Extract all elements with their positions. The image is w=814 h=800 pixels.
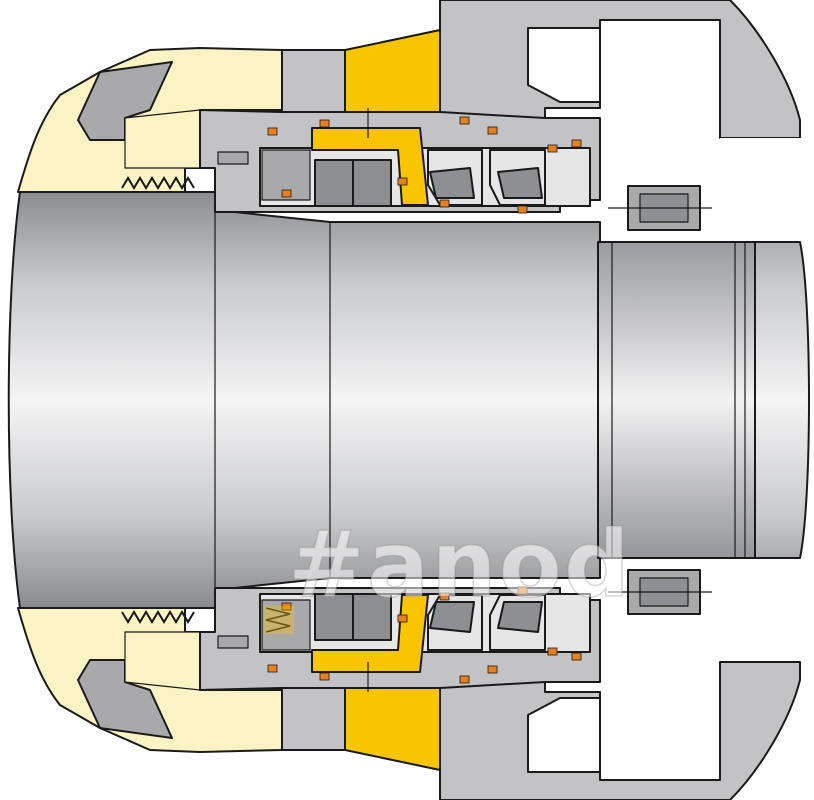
- gland-pocket-top: [527, 27, 601, 103]
- o-ring: [439, 592, 450, 601]
- o-ring: [571, 652, 582, 661]
- housing-cream-lip-bottom: [124, 631, 201, 691]
- housing-cream-lip-top: [124, 109, 201, 169]
- o-ring: [571, 139, 582, 148]
- seal-face-right-top: [352, 159, 392, 207]
- o-ring: [397, 614, 408, 623]
- coil-spring-top: [121, 176, 195, 190]
- coil-spring-bottom: [121, 610, 195, 624]
- cartridge-face-b-top: [497, 167, 543, 199]
- housing-bottom: [17, 607, 801, 800]
- o-ring: [281, 602, 292, 611]
- o-ring: [487, 665, 498, 674]
- o-ring: [517, 586, 528, 595]
- set-screw-top: [217, 151, 249, 165]
- gland-pocket-bottom: [527, 697, 601, 773]
- yellow-ring-top: [311, 127, 429, 206]
- watermark-text: #anod: [288, 511, 632, 618]
- seal-face-left-top: [314, 159, 354, 207]
- set-screw-bottom: [217, 635, 249, 649]
- o-ring: [517, 205, 528, 214]
- o-ring: [459, 675, 470, 684]
- seal-face-right-bottom: [352, 593, 392, 641]
- housing-right-gap-top: [720, 138, 810, 238]
- o-ring: [281, 189, 292, 198]
- spring-highlight-bottom: [264, 606, 294, 634]
- o-ring: [267, 664, 278, 673]
- shaft: [7, 191, 810, 609]
- yellow-ring-bottom: [311, 594, 429, 673]
- cartridge-face-b-bottom: [497, 601, 543, 633]
- shaft-sleeve: [597, 241, 756, 559]
- cartridge-face-a-bottom: [429, 601, 475, 633]
- seal-assembly-top: [199, 108, 712, 231]
- seal-face-left-bottom: [314, 593, 354, 641]
- wave-spring-bottom: [265, 607, 291, 633]
- o-rings-top: [267, 116, 582, 214]
- o-ring: [319, 672, 330, 681]
- cartridge-face-a-top: [429, 167, 475, 199]
- housing-top: [17, 0, 810, 238]
- o-ring: [319, 119, 330, 128]
- o-ring: [267, 127, 278, 136]
- seal-assembly-bottom: [199, 569, 712, 692]
- o-ring: [439, 199, 450, 208]
- o-ring: [487, 126, 498, 135]
- gland-yellow-bottom: [344, 687, 441, 771]
- o-ring: [397, 177, 408, 186]
- o-ring: [547, 144, 558, 153]
- o-ring: [459, 116, 470, 125]
- o-rings-bottom: [267, 586, 582, 684]
- o-ring: [547, 647, 558, 656]
- gland-yellow-top: [344, 29, 441, 113]
